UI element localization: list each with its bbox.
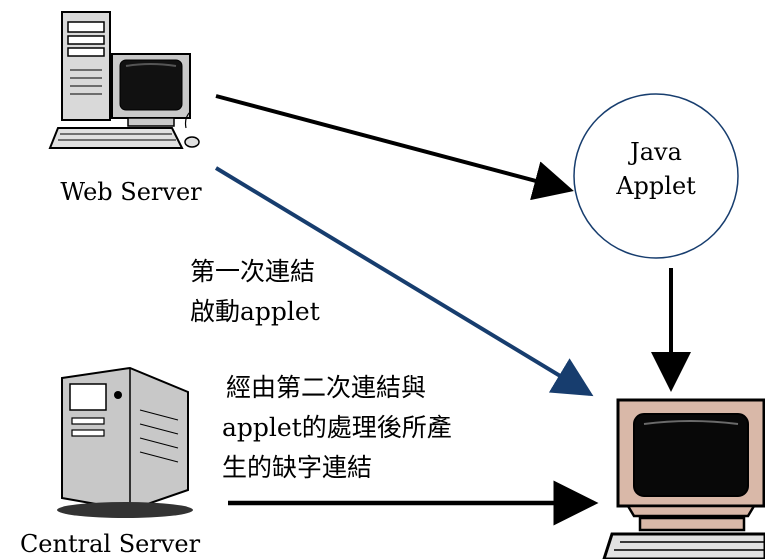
client-computer-icon — [602, 398, 765, 559]
second-connection-line1: 經由第二次連結與 — [226, 373, 426, 402]
first-connection-line2: 啟動applet — [190, 297, 320, 326]
java-applet-node — [573, 93, 739, 259]
first-connection-line1: 第一次連結 — [190, 257, 315, 286]
central-server-icon — [57, 366, 193, 518]
webserver-to-applet-arrow — [215, 94, 574, 201]
second-connection-line3: 生的缺字連結 — [222, 453, 372, 482]
web-server-icon — [48, 11, 200, 149]
web-server-label: Web Server — [60, 178, 202, 206]
java-applet-label-line2: Applet — [615, 172, 696, 200]
webserver-to-client-arrow — [214, 166, 594, 397]
central-server-label: Central Server — [20, 530, 201, 558]
second-connection-line2: applet的處理後所產 — [222, 413, 452, 442]
java-applet-label-line1: Java — [627, 138, 682, 166]
